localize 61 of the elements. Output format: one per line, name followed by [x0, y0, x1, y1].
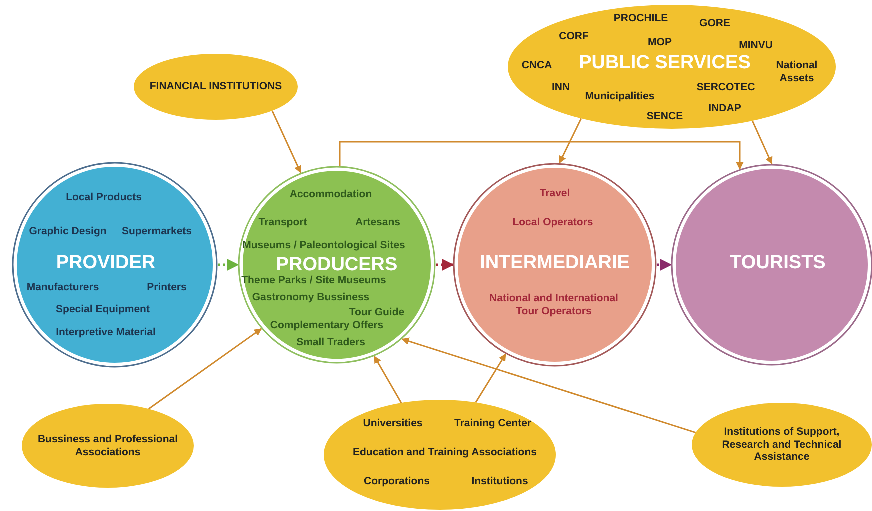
category-title: INTERMEDIARIE	[480, 252, 630, 276]
member-label: INDAP	[708, 102, 742, 116]
member-label: CORF	[559, 30, 589, 44]
category-title: PROVIDER	[56, 252, 156, 276]
member-label: Local Operators	[512, 216, 594, 230]
arrow	[436, 258, 454, 272]
member-label: National and International Tour Operators	[488, 292, 620, 318]
member-label: Special Equipment	[56, 304, 150, 316]
member-label: INN	[552, 82, 570, 94]
organization-ellipse	[324, 400, 556, 510]
member-label: PROCHILE	[614, 12, 668, 26]
arrow	[374, 356, 402, 404]
stakeholder-circle	[12, 162, 218, 368]
member-label: Tour Guide	[349, 306, 405, 320]
member-label: MINVU	[739, 40, 773, 52]
member-label: Supermarkets	[122, 226, 192, 238]
member-label: Travel	[540, 188, 570, 200]
arrow	[475, 354, 506, 404]
member-label: Gastronomy Bussiness	[252, 292, 370, 304]
organization-ellipse	[134, 54, 298, 120]
category-title: PUBLIC SERVICES	[579, 52, 751, 76]
stakeholder-circle	[238, 166, 436, 364]
member-label: Corporations	[364, 476, 430, 488]
member-label: GORE	[700, 18, 730, 30]
organization-ellipse	[692, 403, 872, 487]
arrow	[752, 120, 773, 165]
member-label: Education and Training Associations	[353, 446, 537, 460]
arrow	[657, 258, 672, 272]
member-label: Institutions	[472, 476, 528, 488]
member-label: Transport	[258, 216, 308, 230]
member-label: MOP	[648, 36, 672, 50]
member-label: Graphic Design	[29, 226, 107, 238]
member-label: Complementary Offers	[270, 320, 384, 332]
member-label: Institutions of Support, Research and Technical Assistance	[721, 426, 843, 464]
organization-ellipse	[22, 404, 194, 488]
member-label: Training Center	[454, 418, 532, 430]
arrow	[148, 328, 262, 410]
arrow	[402, 338, 696, 434]
member-label: CNCA	[522, 60, 552, 72]
member-label: Municipalities	[585, 90, 655, 104]
member-label: Local Products	[66, 192, 142, 204]
member-label: Bussiness and Professional Associations	[36, 433, 180, 459]
member-label: Universities	[363, 418, 423, 430]
member-label: Small Traders	[296, 336, 366, 350]
arrow	[339, 141, 744, 170]
category-title: PRODUCERS	[276, 254, 398, 276]
member-label: SERCOTEC	[696, 82, 756, 94]
member-label: Artesans	[356, 216, 400, 230]
member-label: Accommodation	[290, 188, 372, 202]
arrow	[272, 110, 302, 174]
member-label: Interpretive Material	[56, 326, 156, 340]
arrow	[559, 118, 582, 164]
member-label: National Assets	[775, 59, 819, 85]
category-title: TOURISTS	[730, 252, 826, 276]
member-label: FINANCIAL INSTITUTIONS	[150, 80, 282, 94]
arrow	[218, 258, 240, 272]
member-label: SENCE	[646, 110, 684, 124]
member-label: Printers	[147, 282, 187, 294]
organization-ellipse	[508, 5, 836, 129]
member-label: Manufacturers	[26, 282, 100, 294]
stakeholder-circle	[453, 163, 657, 367]
